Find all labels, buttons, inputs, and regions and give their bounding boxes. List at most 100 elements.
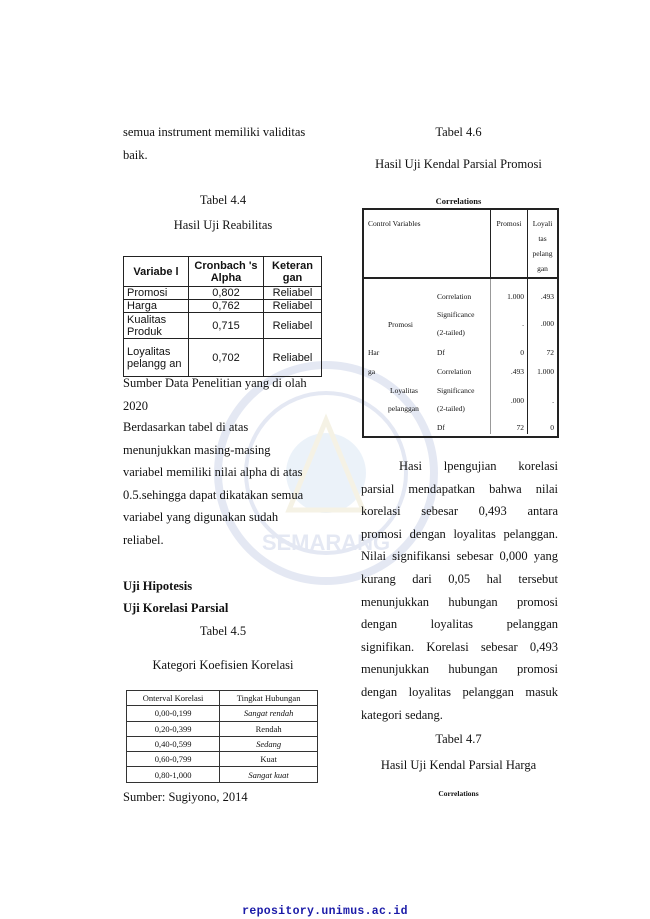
paragraph-line: dengan loyalitas pelanggan bbox=[361, 617, 558, 632]
table-source: Sumber Data Penelitian yang di olah 2020 bbox=[123, 372, 328, 417]
table-cell: 0,802 bbox=[188, 286, 264, 300]
table-cell: Sangat kuat bbox=[219, 766, 318, 783]
paragraph-line: 0.5.sehingga dapat dikatakan semua bbox=[123, 487, 304, 502]
university-seal-watermark: SEMARANG bbox=[214, 361, 438, 585]
table-source: Sumber: Sugiyono, 2014 bbox=[123, 790, 248, 804]
table-4-4-title: Hasil Uji Reabilitas bbox=[173, 218, 273, 232]
table-4-6-caption: Tabel 4.6 bbox=[435, 125, 482, 139]
cell-value: .000 bbox=[540, 319, 554, 328]
table-4-4-caption: Tabel 4.4 bbox=[199, 193, 247, 207]
reliability-table: Variabe l Cronbach 's Alpha Keteran gan … bbox=[123, 256, 322, 377]
divider bbox=[490, 279, 491, 434]
table-cell: Reliabel bbox=[263, 312, 322, 339]
paragraph-line: variabel memiliki nilai alpha di atas bbox=[123, 465, 303, 480]
paragraph-line: kurang dari 0,05 hal tersebut bbox=[361, 571, 558, 586]
cell-value: 0 bbox=[550, 423, 554, 432]
body-paragraph: Berdasarkan tabel di atas menunjukkan ma… bbox=[123, 416, 338, 552]
header-line: pelang bbox=[532, 249, 553, 258]
paragraph-line: Nilai signifikansi sebesar 0,000 yang bbox=[361, 549, 558, 564]
table-row: Loyalitas pelangg an 0,702 Reliabel bbox=[123, 338, 322, 377]
header-line: tas bbox=[538, 234, 547, 243]
correlation-category-table: Onterval Korelasi Tingkat Hubungan 0,00-… bbox=[125, 689, 318, 783]
table-cell: 0,715 bbox=[188, 312, 264, 339]
table-4-7-title: Hasil Uji Kendal Parsial Harga bbox=[380, 758, 537, 772]
table-cell: 0,762 bbox=[188, 299, 264, 313]
column-header: Tingkat Hubungan bbox=[219, 689, 318, 707]
subsection-heading: Uji Korelasi Parsial bbox=[123, 601, 229, 615]
cell-value: .000 bbox=[510, 396, 524, 405]
cell-value: 72 bbox=[516, 423, 525, 432]
control-variable-name: Har bbox=[368, 348, 380, 357]
paragraph-line: menunjukkan hubungan promosi bbox=[361, 662, 558, 677]
divider bbox=[490, 210, 491, 278]
table-cell: Promosi bbox=[123, 286, 189, 300]
paragraph-line: Hasi lpengujian korelasi bbox=[399, 459, 558, 473]
table-row: Kualitas Produk 0,715 Reliabel bbox=[123, 312, 322, 339]
table-cell: Rendah bbox=[219, 720, 318, 737]
table-cell: 0,00-0,199 bbox=[125, 705, 221, 722]
table-cell: 0,40-0,599 bbox=[125, 735, 221, 753]
cell-value: 1.000 bbox=[507, 292, 524, 301]
table-4-5-caption: Tabel 4.5 bbox=[199, 624, 247, 638]
stat-label: (2-tailed) bbox=[437, 328, 465, 337]
spss-title: Correlations bbox=[435, 196, 482, 206]
table-4-7-caption: Tabel 4.7 bbox=[435, 732, 482, 746]
column-header: Promosi bbox=[496, 219, 522, 228]
column-header: Onterval Korelasi bbox=[125, 689, 221, 707]
stat-label: (2-tailed) bbox=[437, 404, 465, 413]
header-line: Loyali bbox=[532, 219, 553, 228]
control-variable-name: ga bbox=[368, 367, 376, 376]
table-cell: 0,80-1,000 bbox=[125, 766, 221, 783]
intro-paragraph: semua instrument memiliki validitas baik… bbox=[123, 121, 323, 166]
table-cell: 0,702 bbox=[188, 338, 264, 377]
table-cell: Sedang bbox=[219, 735, 318, 753]
paragraph-line: menunjukkan hubungan promosi bbox=[361, 594, 558, 609]
cell-value: .493 bbox=[540, 292, 554, 301]
paragraph-line: promosi dengan loyalitas pelanggan. bbox=[361, 526, 558, 541]
column-header: Cronbach 's Alpha bbox=[188, 256, 264, 287]
stat-label: Significance bbox=[437, 310, 475, 319]
stat-label: Df bbox=[437, 423, 445, 432]
paragraph-line: reliabel. bbox=[123, 532, 164, 547]
stat-label: Significance bbox=[437, 386, 475, 395]
table-row: Harga 0,762 Reliabel bbox=[123, 299, 322, 313]
cell-value: 72 bbox=[546, 348, 555, 357]
control-variables-label: Control Variables bbox=[368, 219, 421, 228]
table-cell: Reliabel bbox=[263, 299, 322, 313]
divider bbox=[527, 210, 528, 434]
cell-value: .493 bbox=[510, 367, 524, 376]
divider bbox=[364, 277, 557, 279]
watermark-label: SEMARANG bbox=[262, 530, 390, 555]
table-cell: 0,20-0,399 bbox=[125, 720, 221, 737]
table-4-5-title: Kategori Koefisien Korelasi bbox=[152, 658, 294, 672]
cell-value: . bbox=[522, 319, 524, 328]
table-cell: Harga bbox=[123, 299, 189, 313]
cell-value: 0 bbox=[520, 348, 524, 357]
section-heading: Uji Hipotesis bbox=[123, 579, 193, 593]
table-cell: Sangat rendah bbox=[219, 705, 318, 722]
paragraph-line: korelasi sebesar 0,493 antara bbox=[361, 504, 558, 519]
spss-correlations-table: Control Variables Promosi Loyali tas pel… bbox=[362, 208, 559, 438]
table-4-6-title: Hasil Uji Kendal Parsial Promosi bbox=[375, 157, 542, 171]
body-paragraph: Hasi lpengujian korelasi parsial mendapa… bbox=[361, 455, 558, 726]
paragraph-line: dengan loyalitas pelanggan masuk bbox=[361, 684, 558, 699]
paragraph-line: parsial mendapatkan bahwa nilai bbox=[361, 481, 558, 496]
table-cell: Kualitas Produk bbox=[123, 312, 189, 339]
header-line: gan bbox=[537, 264, 548, 273]
stat-label: Correlation bbox=[437, 367, 472, 376]
row-label-loyalitas: Loyalitas bbox=[390, 386, 418, 395]
repository-footer: repository.unimus.ac.id bbox=[242, 905, 408, 918]
table-cell: Reliabel bbox=[263, 338, 322, 377]
source-line: Sumber Data Penelitian yang di olah bbox=[123, 376, 307, 390]
cell-value: . bbox=[552, 396, 554, 405]
column-header: Keteran gan bbox=[263, 256, 322, 287]
stat-label: Correlation bbox=[437, 292, 472, 301]
intro-line: semua instrument memiliki validitas bbox=[123, 125, 306, 139]
table-row: Promosi 0,802 Reliabel bbox=[123, 286, 322, 300]
table-cell: Loyalitas pelangg an bbox=[123, 338, 189, 377]
paragraph-line: variabel yang digunakan sudah bbox=[123, 510, 279, 525]
